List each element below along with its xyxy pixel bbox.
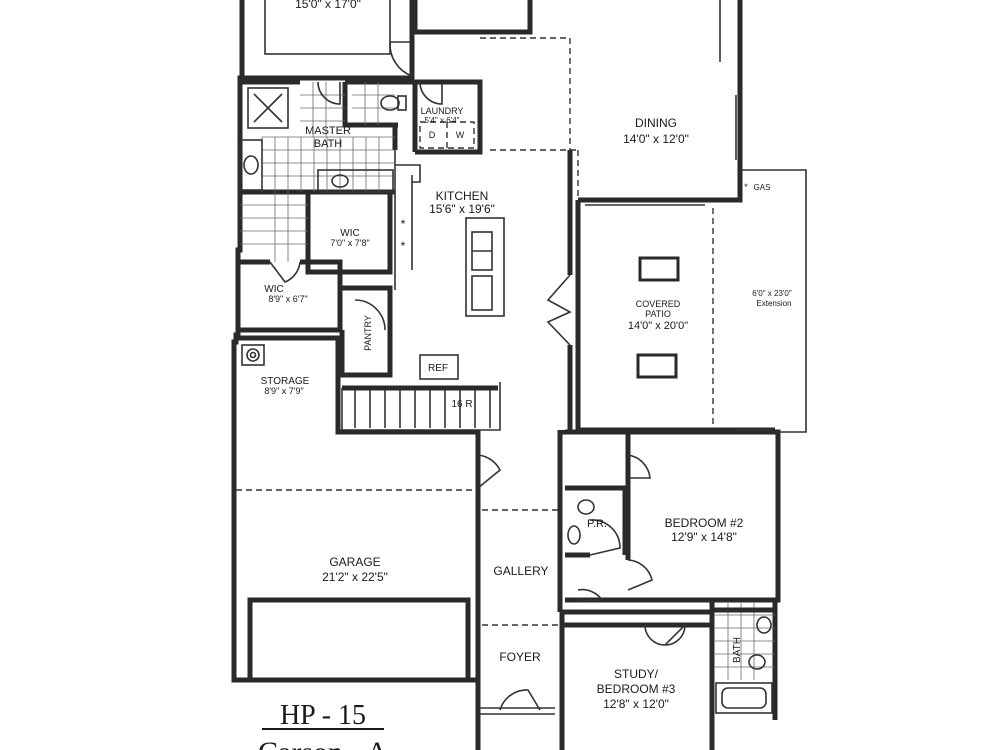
dining-name: DINING	[635, 116, 677, 130]
laundry-dryer: D	[429, 130, 436, 140]
bath-name: BATH	[732, 637, 743, 663]
dining-dims: 14'0" x 12'0"	[623, 132, 689, 146]
master-bedroom-dims: 15'0" x 17'0"	[295, 0, 361, 11]
ref-name: REF	[428, 363, 448, 374]
storage-dims: 8'9" x 7'9"	[264, 386, 303, 396]
extension-dims: 6'0" x 23'0"	[752, 289, 792, 298]
patio-line1: COVERED	[636, 299, 681, 309]
foyer-name: FOYER	[499, 650, 541, 664]
laundry-washer: W	[456, 130, 465, 140]
svg-text:*: *	[401, 239, 406, 253]
patio-dims: 14'0" x 20'0"	[628, 320, 688, 332]
bedroom2-dims: 12'9" x 14'8"	[671, 530, 737, 544]
plan-title-block: HP - 15 Carson - A	[258, 700, 388, 750]
stairs-label: 16 R	[451, 399, 472, 410]
master-bath-line1: MASTER	[305, 125, 351, 137]
storage-name: STORAGE	[261, 376, 310, 387]
lower-interior-walls	[236, 335, 775, 715]
wic2-name: WIC	[264, 284, 283, 295]
master-bath-line2: BATH	[314, 138, 343, 150]
laundry-dims: 5'4" x 6'4"	[425, 116, 460, 125]
patio-line2: PATIO	[645, 309, 671, 319]
study-line2: BEDROOM #3	[597, 682, 676, 696]
kitchen-name: KITCHEN	[436, 189, 489, 203]
bedroom2-name: BEDROOM #2	[665, 516, 744, 530]
svg-text:*: *	[401, 217, 406, 231]
gas-label: GAS	[754, 183, 771, 192]
gas-marker: *	[744, 182, 748, 192]
plan-name: Carson - A	[258, 736, 388, 750]
fixtures: * *	[239, 87, 807, 714]
room-labels: 15'0" x 17'0" DINING 14'0" x 12'0" LAUND…	[261, 0, 792, 711]
gallery-name: GALLERY	[493, 564, 548, 578]
upper-interior-walls	[240, 0, 737, 430]
study-line1: STUDY/	[614, 667, 659, 681]
laundry-name: LAUNDRY	[421, 106, 464, 116]
wic1-dims: 7'0" x 7'8"	[330, 238, 369, 248]
wic1-name: WIC	[340, 228, 359, 239]
garage-name: GARAGE	[329, 555, 380, 569]
exterior-walls	[231, 0, 781, 750]
plan-code: HP - 15	[280, 700, 366, 731]
garage-dims: 21'2" x 22'5"	[322, 570, 388, 584]
kitchen-dims: 15'6" x 19'6"	[429, 202, 495, 216]
doors	[269, 41, 686, 711]
pantry-name: PANTRY	[363, 315, 373, 351]
study-dims: 12'8" x 12'0"	[603, 697, 669, 711]
bath-tiles	[715, 603, 775, 680]
wic2-dims: 8'9" x 6'7"	[268, 294, 307, 304]
extension-name: Extension	[756, 299, 791, 308]
powder-room-name: P.R.	[587, 518, 607, 530]
